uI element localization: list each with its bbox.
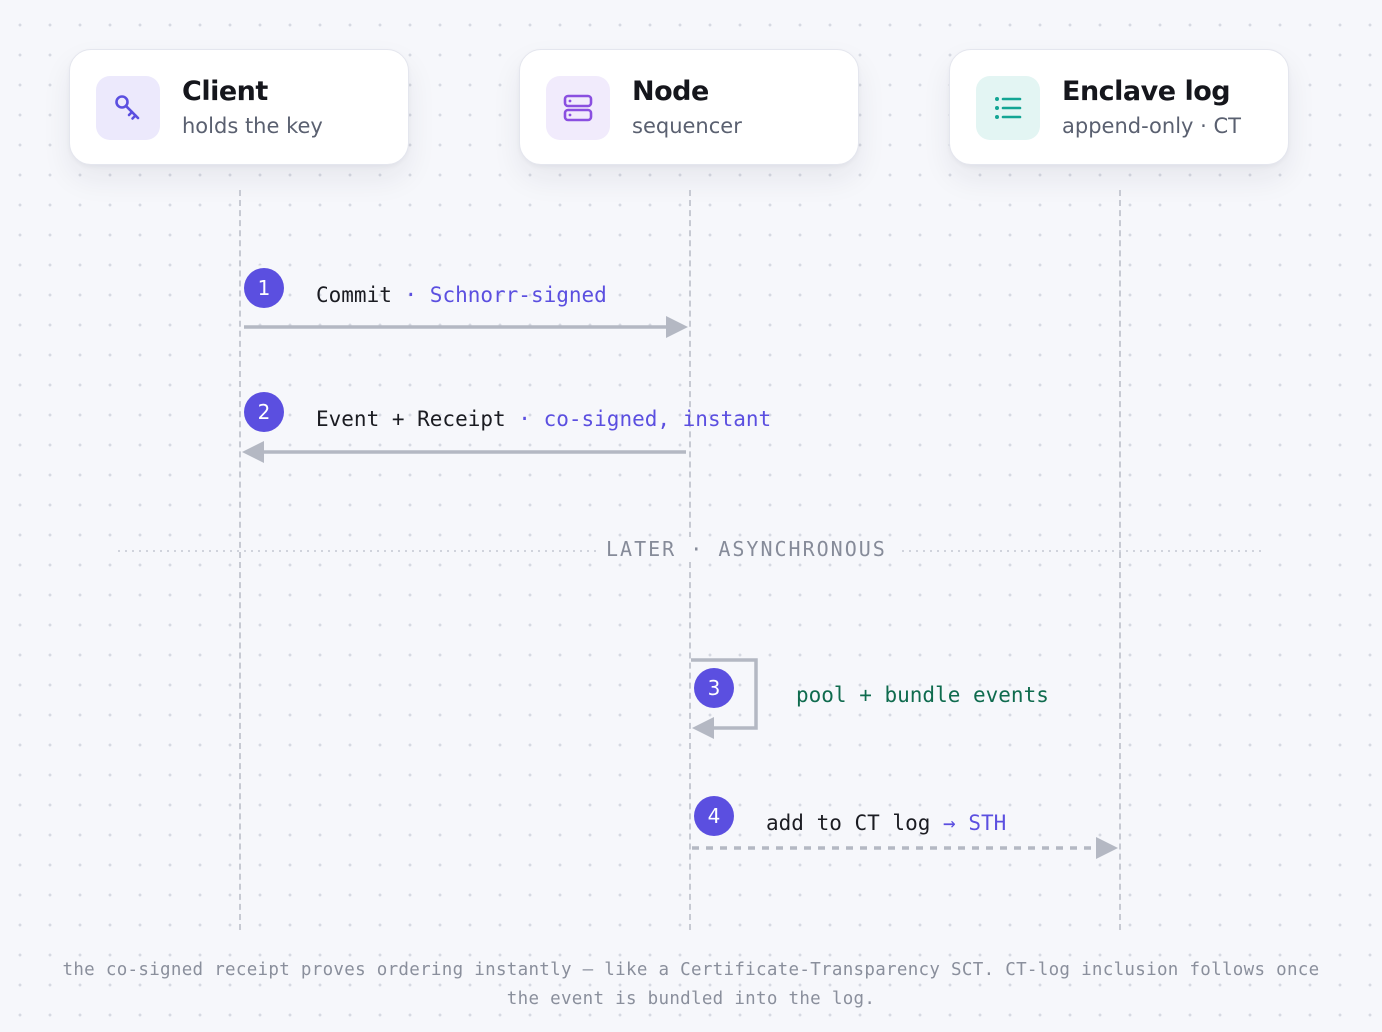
message-bundle: pool + bundle events — [796, 683, 1049, 707]
actor-subtitle: append-only · CT — [1062, 114, 1241, 138]
message-separator: · — [391, 283, 430, 307]
key-icon — [115, 95, 140, 120]
actor-card-enclave-log: Enclave log append-only · CT — [949, 49, 1289, 165]
list-icon — [995, 97, 1022, 119]
client-icon-box — [96, 76, 160, 140]
message-commit: Commit · Schnorr-signed — [316, 283, 607, 307]
server-icon — [563, 94, 593, 122]
actor-card-client: Client holds the key — [69, 49, 409, 165]
actor-title: Client — [182, 76, 268, 107]
message-label: Commit — [316, 283, 392, 307]
message-detail: co-signed, instant — [543, 407, 772, 431]
async-divider-label: LATER · ASYNCHRONOUS — [596, 537, 897, 561]
arrow-self-loop — [691, 658, 758, 730]
step-badge: 3 — [694, 668, 734, 708]
step-badge: 4 — [694, 796, 734, 836]
footnote: the co-signed receipt proves ordering in… — [62, 960, 1320, 1009]
node-icon-box — [546, 76, 610, 140]
message-detail: Schnorr-signed — [429, 283, 607, 307]
arrow-right-icon: → — [943, 811, 956, 835]
message-label: Event + Receipt — [316, 407, 506, 431]
arrowhead-receipt — [242, 441, 264, 463]
message-label: add to CT log — [766, 811, 944, 835]
message-separator: · — [505, 407, 544, 431]
enclave-icon-box — [976, 76, 1040, 140]
message-receipt: Event + Receipt · co-signed, instant — [316, 407, 771, 431]
lifeline-enclave-log — [1119, 190, 1121, 930]
actor-subtitle: holds the key — [182, 114, 323, 138]
actor-subtitle: sequencer — [632, 114, 742, 138]
arrowhead-commit — [666, 316, 688, 338]
arrowhead-self-loop — [692, 717, 714, 739]
actor-title: Enclave log — [1062, 76, 1231, 107]
step-badge: 2 — [244, 392, 284, 432]
message-detail: STH — [955, 811, 1007, 835]
actor-title: Node — [632, 76, 709, 107]
lifeline-client — [239, 190, 241, 930]
message-ct-log: add to CT log → STH — [766, 811, 1006, 835]
arrowhead-ct-log — [1096, 837, 1118, 859]
step-badge: 1 — [244, 268, 284, 308]
actor-card-node: Node sequencer — [519, 49, 859, 165]
